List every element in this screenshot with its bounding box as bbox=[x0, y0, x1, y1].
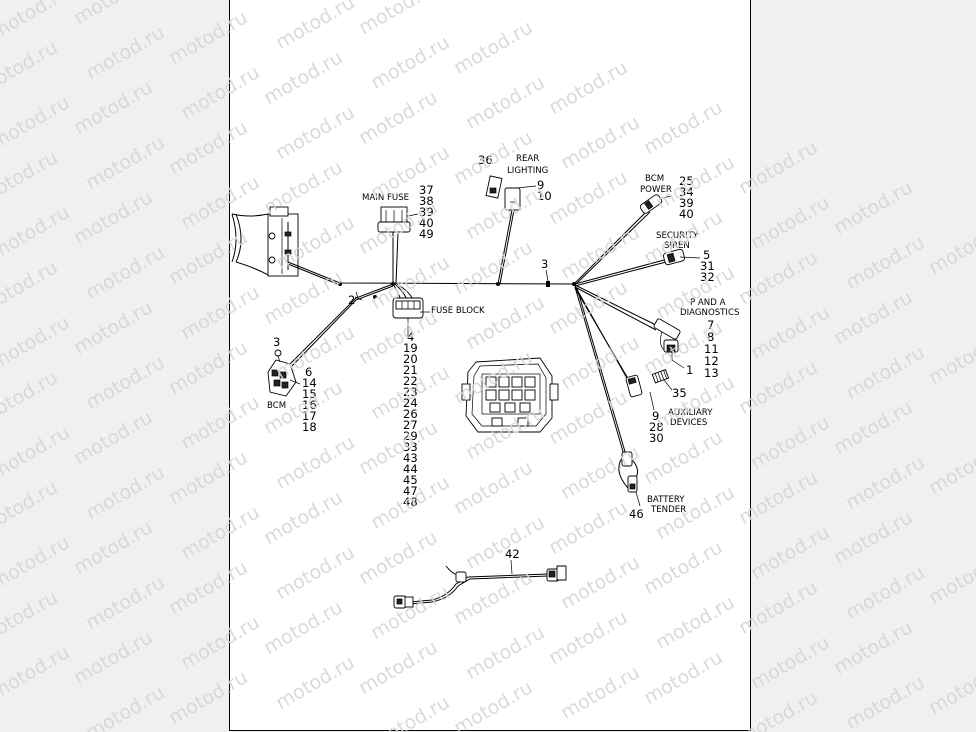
callouts: 37 38 39 40 49 4 19 20 21 22 23 24 26 27… bbox=[273, 153, 722, 561]
fuse-block bbox=[392, 297, 424, 330]
bcm-branch bbox=[289, 283, 394, 367]
main-trunk bbox=[287, 261, 576, 287]
security-siren-connector bbox=[663, 248, 685, 266]
battery-tender-lead bbox=[618, 451, 641, 507]
callout-auxiliary-part: 35 bbox=[672, 386, 687, 400]
rear-lighting-label-1: REAR bbox=[516, 154, 539, 164]
p-and-a-label-1: P AND A bbox=[690, 298, 726, 308]
callout-bcm-power: 25 34 39 40 bbox=[679, 174, 697, 221]
security-siren-label-1: SECURITY bbox=[656, 231, 699, 241]
callout-security-siren: 5 31 32 bbox=[700, 248, 718, 284]
callout-harness-2: 2 bbox=[348, 293, 355, 307]
main-fuse-wire-2 bbox=[395, 231, 399, 285]
main-fuse bbox=[377, 206, 411, 233]
auxiliary-label-1: AUXILIARY bbox=[668, 408, 713, 418]
auxiliary-connector bbox=[625, 369, 670, 411]
security-siren-label-2: SIREN bbox=[664, 241, 690, 251]
battery-tender-label-1: BATTERY bbox=[647, 495, 685, 505]
labels: MAIN FUSE FUSE BLOCK REAR LIGHTING BCM P… bbox=[267, 154, 739, 515]
callout-rear-lighting: 9 10 bbox=[537, 178, 552, 203]
auxiliary-label-2: DEVICES bbox=[670, 418, 707, 428]
fuse-block-label: FUSE BLOCK bbox=[431, 306, 485, 316]
callout-p-and-a: 7 8 11 12 13 bbox=[704, 318, 722, 380]
callout-bcm-top: 3 bbox=[273, 335, 280, 349]
bcm-power-label-1: BCM bbox=[645, 174, 664, 184]
right-branches bbox=[573, 209, 667, 456]
callout-auxiliary: 9 28 30 bbox=[649, 409, 667, 445]
callout-p-and-a-connector: 1 bbox=[686, 363, 693, 377]
callout-rear-lighting-part: 36 bbox=[478, 153, 493, 167]
callout-main-fuse: 37 38 39 40 49 bbox=[419, 183, 437, 241]
p-and-a-connector bbox=[653, 318, 681, 360]
bcm-module bbox=[267, 349, 297, 397]
main-fuse-label: MAIN FUSE bbox=[362, 193, 409, 203]
battery-tender-label-2: TENDER bbox=[650, 505, 686, 515]
callout-battery-tender: 46 bbox=[629, 507, 644, 521]
p-and-a-label-2: DIAGNOSTICS bbox=[680, 308, 739, 318]
callout-harness-3: 3 bbox=[541, 257, 548, 271]
callout-fuse-block: 4 19 20 21 22 23 24 26 27 29 33 43 44 45… bbox=[403, 330, 421, 509]
frame-bracket bbox=[231, 206, 299, 277]
callout-bcm: 6 14 15 16 17 18 bbox=[302, 365, 320, 434]
rear-lighting-branch bbox=[485, 175, 521, 285]
rear-lighting-label-2: LIGHTING bbox=[507, 166, 548, 176]
bcm-label: BCM bbox=[267, 401, 286, 411]
bcm-power-connector bbox=[639, 194, 673, 214]
callout-extension-harness: 42 bbox=[505, 547, 520, 561]
fuse-block-detail bbox=[461, 357, 559, 433]
leader-lines bbox=[289, 185, 701, 391]
bcm-power-label-2: POWER bbox=[640, 185, 672, 195]
extension-harness bbox=[393, 559, 567, 609]
